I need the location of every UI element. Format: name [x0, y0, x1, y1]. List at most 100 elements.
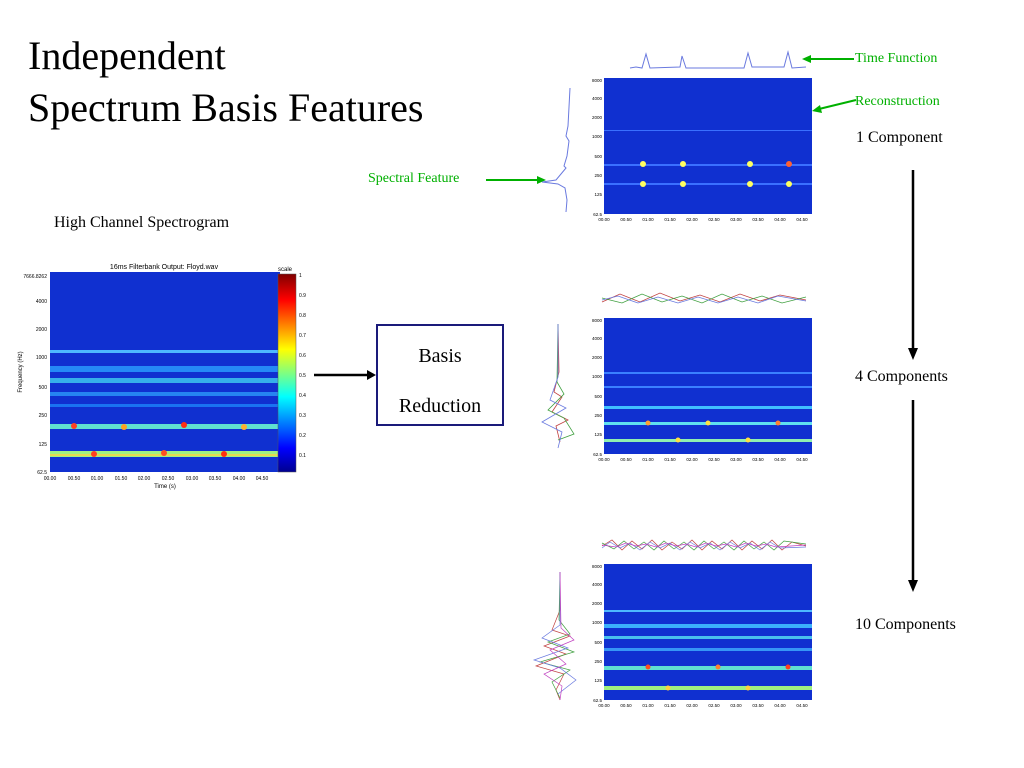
main-y-tick: 250 — [39, 413, 48, 419]
small-x-tick: 03.00 — [730, 457, 742, 462]
spectrogram-1-component: 8000 4000 2000 1000 500 250 125 62.5 00.… — [592, 78, 812, 222]
time-function-1 — [629, 50, 807, 69]
small-x-tick: 04.00 — [774, 703, 786, 708]
arrow-1-to-4 — [908, 170, 918, 360]
main-y-tick: 1000 — [36, 355, 47, 361]
small-y-tick: 62.5 — [593, 698, 602, 703]
colorbar-tick: 1 — [299, 273, 302, 279]
small-y-tick: 250 — [594, 659, 602, 664]
small-y-tick: 2000 — [592, 355, 603, 360]
main-x-tick: 00.50 — [68, 476, 81, 482]
colorbar-tick: 0.7 — [299, 333, 306, 339]
main-y-tick: 125 — [39, 442, 48, 448]
small-x-tick: 00.00 — [598, 703, 610, 708]
reduction-label: Reduction — [398, 395, 482, 417]
title-line-2: Spectrum Basis Features — [28, 85, 424, 130]
small-y-tick: 1000 — [592, 374, 603, 379]
time-function-arrow — [802, 55, 854, 63]
small-x-tick: 01.50 — [664, 217, 676, 222]
colorbar-tick: 0.3 — [299, 413, 306, 419]
small-y-tick: 500 — [594, 154, 602, 159]
small-y-tick: 2000 — [592, 601, 603, 606]
small-x-tick: 02.50 — [708, 457, 720, 462]
small-y-tick: 8000 — [592, 318, 603, 323]
arrow-to-basis — [314, 370, 376, 380]
main-x-label: Time (s) — [154, 484, 176, 490]
main-y-tick: 7666.8262 — [23, 274, 47, 280]
reconstruction-arrow — [812, 99, 857, 113]
spectral-features-10 — [532, 571, 577, 701]
basis-label: Basis — [418, 345, 462, 367]
small-x-tick: 01.00 — [642, 703, 654, 708]
small-x-tick: 04.00 — [774, 217, 786, 222]
small-y-tick: 250 — [594, 173, 602, 178]
one-component-label: 1 Component — [856, 129, 943, 146]
main-x-tick: 01.00 — [91, 476, 104, 482]
main-y-tick: 500 — [39, 385, 48, 391]
main-y-label: Frequency (Hz) — [18, 351, 24, 392]
time-function-label: Time Function — [855, 51, 938, 66]
small-x-tick: 00.50 — [620, 217, 632, 222]
colorbar: scale 1 0.9 0.8 0.7 0.6 0.5 0.4 0.3 0.2 … — [277, 267, 306, 473]
colorbar-tick: 0.6 — [299, 353, 306, 359]
reconstruction-label: Reconstruction — [855, 94, 940, 109]
small-x-tick: 04.50 — [796, 703, 808, 708]
small-y-tick: 1000 — [592, 134, 603, 139]
small-y-tick: 4000 — [592, 582, 603, 587]
spectral-features-4 — [541, 323, 575, 449]
main-spectrogram: 16ms Filterbank Output: Floyd.wav 7666.8… — [18, 264, 280, 490]
four-components-label: 4 Components — [855, 368, 948, 385]
colorbar-title: scale — [278, 267, 293, 273]
colorbar-tick: 0.1 — [299, 453, 306, 459]
main-x-tick: 02.50 — [162, 476, 175, 482]
small-y-tick: 500 — [594, 394, 602, 399]
small-y-tick: 500 — [594, 640, 602, 645]
small-y-tick: 4000 — [592, 336, 603, 341]
small-x-tick: 04.50 — [796, 217, 808, 222]
main-x-tick: 04.00 — [233, 476, 246, 482]
small-x-tick: 01.50 — [664, 703, 676, 708]
arrow-4-to-10 — [908, 400, 918, 592]
small-x-tick: 00.50 — [620, 457, 632, 462]
main-spectrogram-title: 16ms Filterbank Output: Floyd.wav — [110, 264, 219, 271]
time-functions-10 — [601, 539, 807, 551]
small-x-tick: 01.00 — [642, 217, 654, 222]
spectrogram-10-components: 8000 4000 2000 1000 500 250 125 62.5 00.… — [592, 564, 812, 708]
small-x-tick: 02.00 — [686, 703, 698, 708]
small-y-tick: 62.5 — [593, 452, 602, 457]
main-x-tick: 03.00 — [186, 476, 199, 482]
spectral-feature-label: Spectral Feature — [368, 171, 460, 186]
small-x-tick: 02.50 — [708, 703, 720, 708]
small-y-tick: 8000 — [592, 564, 603, 569]
ten-components-label: 10 Components — [855, 616, 956, 633]
small-y-tick: 125 — [594, 432, 602, 437]
small-x-tick: 02.50 — [708, 217, 720, 222]
small-y-tick: 125 — [594, 192, 602, 197]
colorbar-tick: 0.2 — [299, 433, 306, 439]
slide-title: Independent Spectrum Basis Features — [28, 30, 424, 134]
small-y-tick: 8000 — [592, 78, 603, 83]
small-y-tick: 62.5 — [593, 212, 602, 217]
small-y-tick: 125 — [594, 678, 602, 683]
small-x-tick: 02.00 — [686, 457, 698, 462]
title-line-1: Independent — [28, 33, 226, 78]
time-functions-4 — [601, 292, 807, 304]
small-x-tick: 04.00 — [774, 457, 786, 462]
spectral-feature-1 — [541, 87, 571, 213]
colorbar-tick: 0.5 — [299, 373, 306, 379]
main-x-tick: 04.50 — [256, 476, 269, 482]
main-x-tick: 00.00 — [44, 476, 57, 482]
small-x-tick: 01.00 — [642, 457, 654, 462]
small-x-tick: 03.00 — [730, 703, 742, 708]
spectrogram-4-components: 8000 4000 2000 1000 500 250 125 62.5 00.… — [592, 318, 812, 462]
spectral-feature-arrow — [486, 176, 546, 184]
high-channel-label: High Channel Spectrogram — [54, 214, 230, 231]
small-x-tick: 03.00 — [730, 217, 742, 222]
main-x-tick: 01.50 — [115, 476, 128, 482]
colorbar-gradient — [277, 273, 297, 473]
small-y-tick: 250 — [594, 413, 602, 418]
small-y-tick: 2000 — [592, 115, 603, 120]
main-x-tick: 02.00 — [138, 476, 151, 482]
small-x-tick: 00.00 — [598, 457, 610, 462]
small-x-tick: 03.50 — [752, 703, 764, 708]
